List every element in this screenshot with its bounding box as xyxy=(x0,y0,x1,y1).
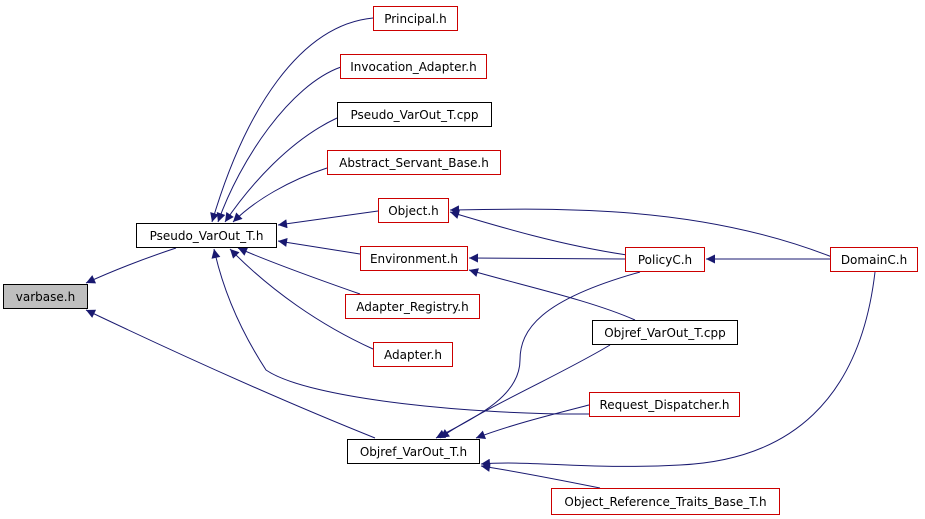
node-environment[interactable]: Environment.h xyxy=(360,246,468,271)
edge-pseudo-varout-t-h-to-varbase xyxy=(85,247,177,284)
node-object[interactable]: Object.h xyxy=(378,198,449,223)
node-domainc[interactable]: DomainC.h xyxy=(830,247,918,272)
node-request-dispatcher[interactable]: Request_Dispatcher.h xyxy=(589,392,740,417)
edge-principal-to-pseudo-varout-t-h xyxy=(210,17,374,223)
node-pseudo-varout-t-cpp[interactable]: Pseudo_VarOut_T.cpp xyxy=(337,102,492,127)
edge-objref-varout-t-cpp-to-environment xyxy=(468,268,636,321)
edge-adapter-to-pseudo-varout-t-h xyxy=(229,248,374,350)
edge-invocation-adapter-to-pseudo-varout-t-h xyxy=(216,66,342,223)
edge-objref-varout-t-h-to-varbase xyxy=(85,309,376,439)
edge-policyc-to-object xyxy=(449,210,628,256)
node-objref-varout-t-cpp[interactable]: Objref_VarOut_T.cpp xyxy=(592,320,738,345)
node-objref-varout-t-h[interactable]: Objref_VarOut_T.h xyxy=(347,439,480,464)
edge-adapter-registry-to-pseudo-varout-t-h xyxy=(237,247,361,295)
edge-abstract-servant-base-to-pseudo-varout-t-h xyxy=(232,167,328,223)
edge-objref-varout-t-cpp-to-objref-varout-t-h xyxy=(439,344,611,439)
edge-object-to-pseudo-varout-t-h xyxy=(277,210,379,229)
edge-object-reference-traits-base-t-to-objref-varout-t-h xyxy=(480,462,601,489)
edge-request-dispatcher-to-pseudo-varout-t-h xyxy=(211,248,590,415)
edge-domainc-to-object xyxy=(449,205,833,258)
node-principal[interactable]: Principal.h xyxy=(373,6,458,31)
edge-request-dispatcher-to-objref-varout-t-h xyxy=(475,404,590,439)
node-varbase: varbase.h xyxy=(3,284,88,309)
node-invocation-adapter[interactable]: Invocation_Adapter.h xyxy=(340,54,487,79)
edge-domainc-to-objref-varout-t-h xyxy=(480,271,876,468)
node-adapter[interactable]: Adapter.h xyxy=(373,342,453,367)
edge-policyc-to-environment xyxy=(468,253,626,263)
node-adapter-registry[interactable]: Adapter_Registry.h xyxy=(345,294,480,319)
node-abstract-servant-base[interactable]: Abstract_Servant_Base.h xyxy=(327,150,501,175)
node-pseudo-varout-t-h[interactable]: Pseudo_VarOut_T.h xyxy=(136,223,277,248)
node-policyc[interactable]: PolicyC.h xyxy=(625,247,705,272)
edge-pseudo-varout-t-cpp-to-pseudo-varout-t-h xyxy=(224,117,338,223)
edge-environment-to-pseudo-varout-t-h xyxy=(277,237,361,255)
node-object-reference-traits-base-t[interactable]: Object_Reference_Traits_Base_T.h xyxy=(551,488,780,515)
